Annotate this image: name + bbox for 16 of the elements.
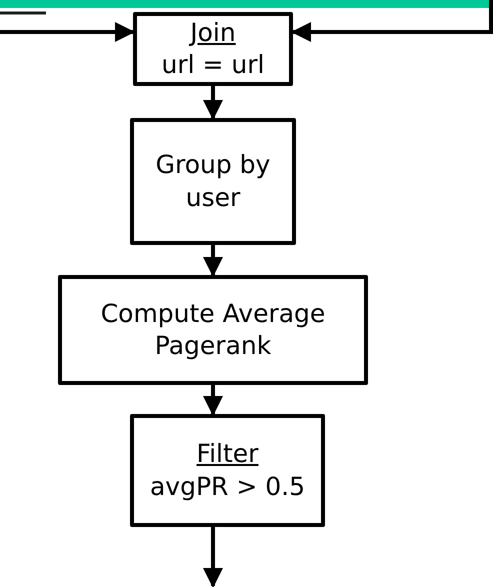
arrow: [203, 527, 223, 587]
arrow: [203, 86, 223, 120]
operator-box: [130, 414, 325, 527]
arrow: [291, 0, 493, 42]
operator-name: Join: [190, 16, 236, 48]
operator-box: [133, 12, 293, 86]
box-label: url = url: [162, 49, 264, 81]
arrow: [203, 385, 223, 416]
arrow: [0, 22, 135, 42]
arrow: [203, 245, 223, 277]
operator-name: Filter: [196, 438, 258, 470]
box-label: Group by user: [154, 149, 272, 214]
box-label: avgPR > 0.5: [150, 470, 306, 502]
process-box: [130, 118, 296, 245]
box-label: Compute Average Pagerank: [100, 298, 326, 362]
process-box: [58, 275, 368, 385]
